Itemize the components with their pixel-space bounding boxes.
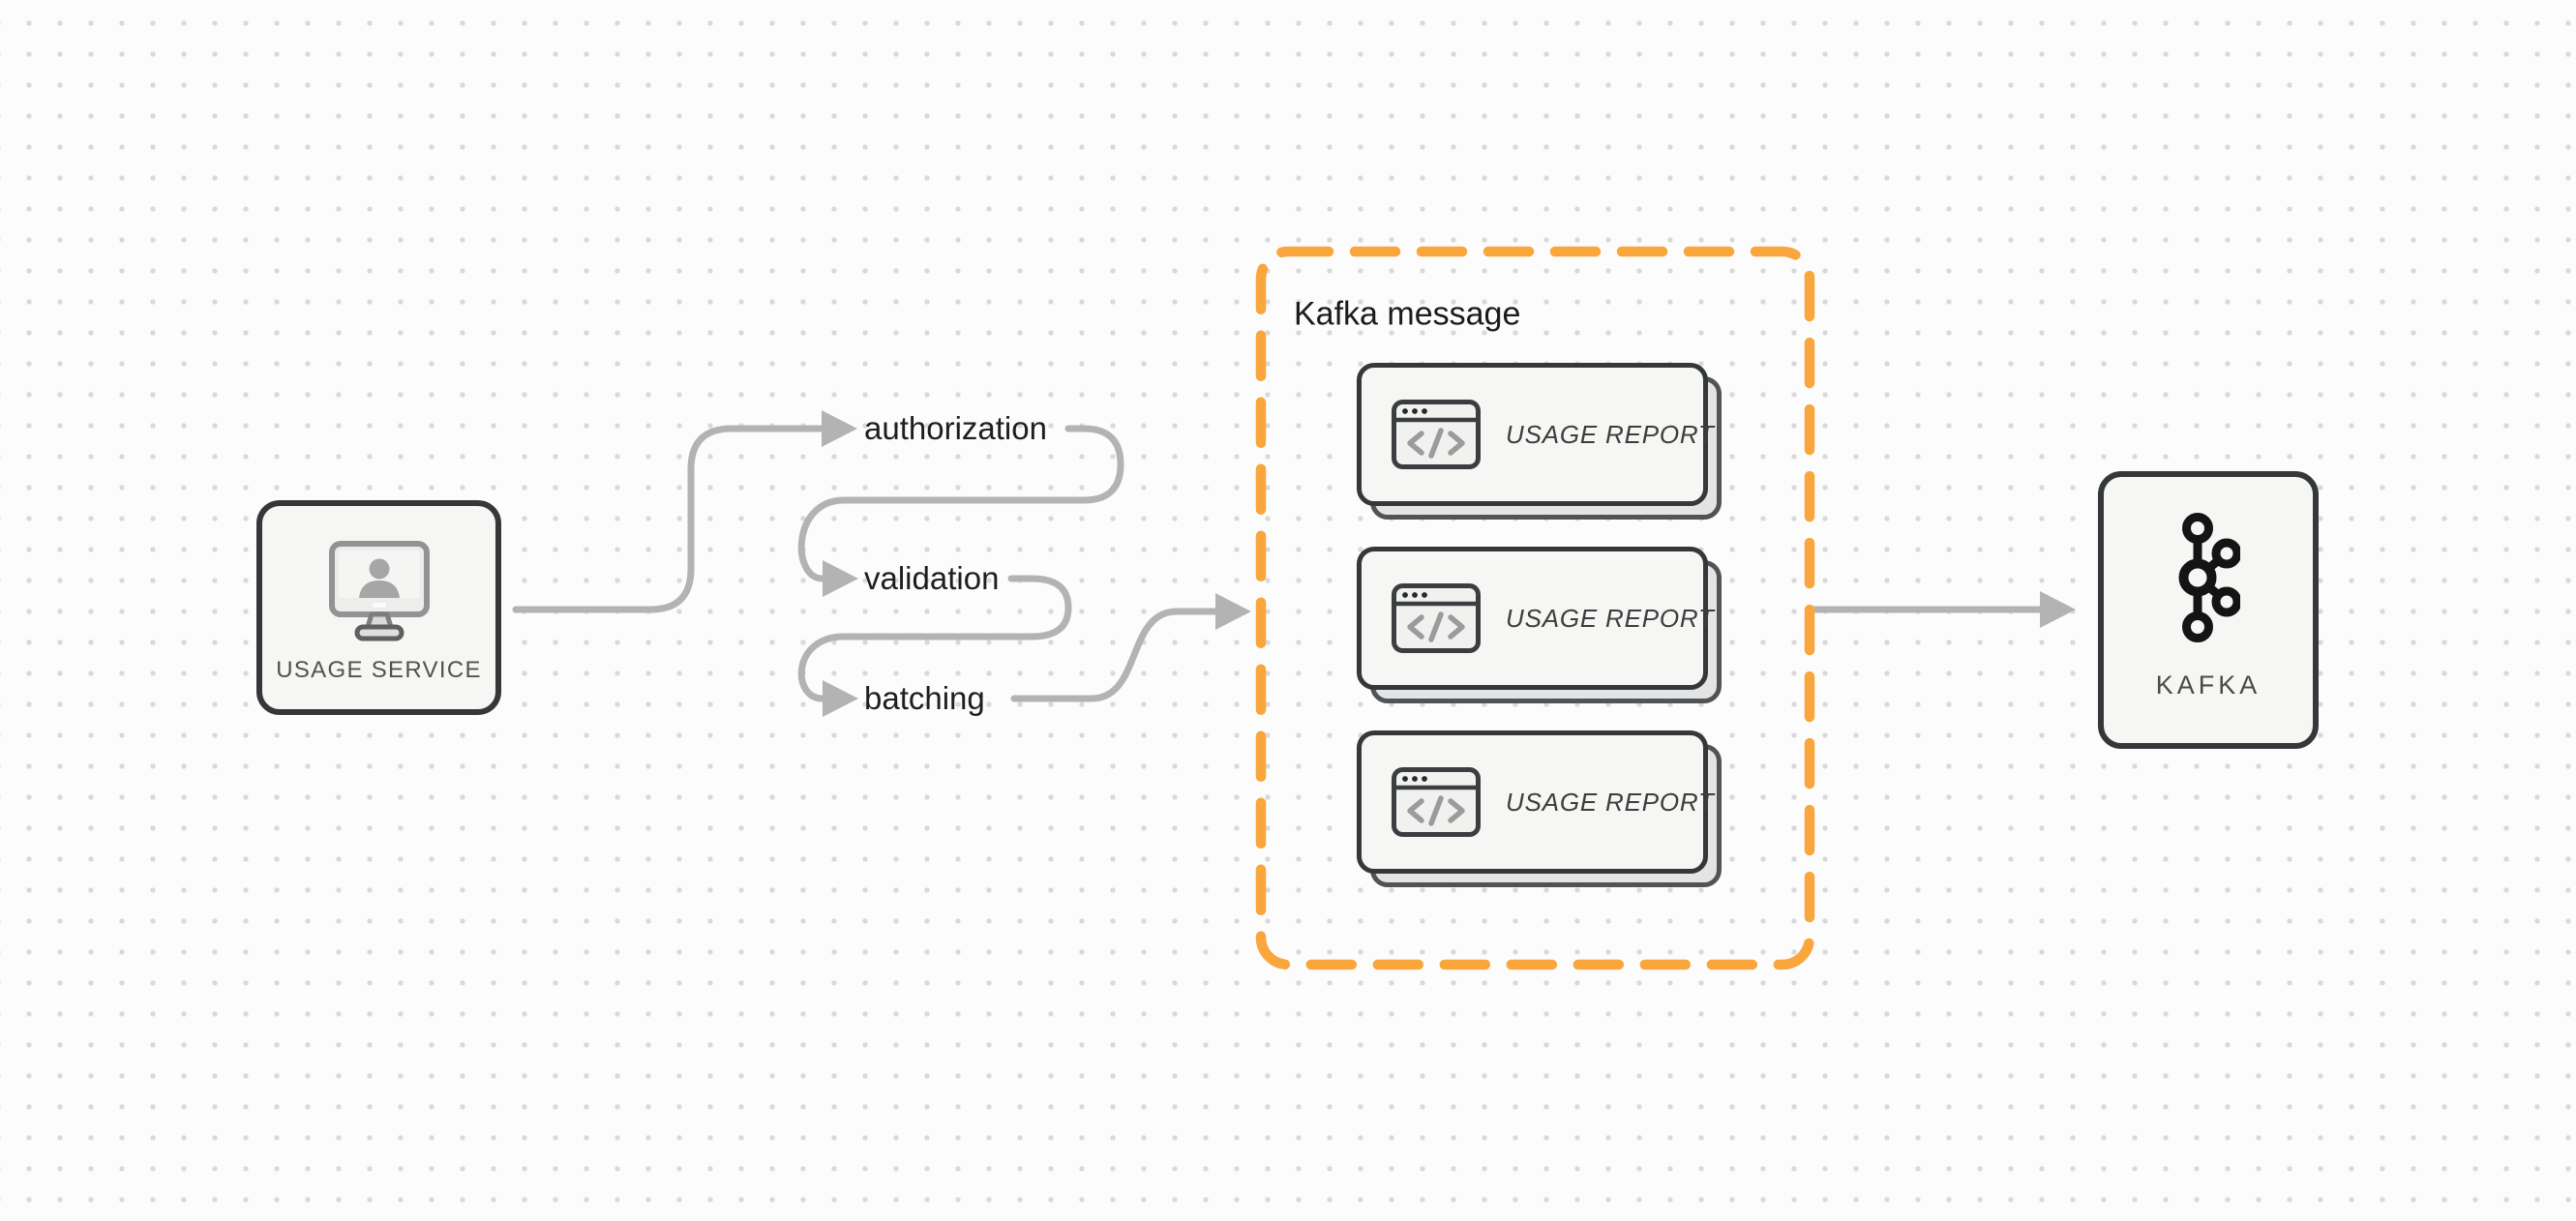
connector-batching-to-kafka-message (1010, 608, 1219, 702)
usage-service-label: USAGE SERVICE (276, 657, 482, 683)
connector-usage-to-authorization (512, 425, 825, 613)
usage-service-node: USAGE SERVICE (256, 500, 501, 715)
kafka-message-group-title: Kafka message (1294, 295, 1521, 333)
code-window-icon (1392, 400, 1481, 469)
arrowhead-kafka-message (1215, 593, 1251, 630)
usage-report-card: USAGE REPORT (1357, 547, 1722, 703)
kafka-logo-icon (2165, 511, 2240, 644)
usage-report-card: USAGE REPORT (1357, 730, 1722, 887)
kafka-message-dashed-border (1255, 246, 1815, 970)
monitor-user-icon (328, 541, 430, 645)
arrowhead-authorization (822, 410, 857, 447)
usage-report-label: USAGE REPORT (1506, 603, 1715, 633)
card-front: USAGE REPORT (1357, 363, 1714, 506)
card-front: USAGE REPORT (1357, 730, 1714, 874)
arrowheads (822, 410, 2076, 717)
arrowhead-kafka (2040, 591, 2076, 628)
flow-connectors (512, 425, 2044, 702)
card-front: USAGE REPORT (1357, 547, 1714, 690)
step-label-validation: validation (864, 560, 1000, 596)
arrowhead-batching (823, 680, 858, 717)
code-window-icon (1392, 583, 1481, 653)
kafka-node: KAFKA (2098, 471, 2319, 749)
step-label-authorization: authorization (864, 410, 1047, 446)
usage-report-label: USAGE REPORT (1506, 787, 1715, 817)
kafka-label: KAFKA (2155, 670, 2261, 700)
connector-validation-to-batching (797, 575, 1072, 702)
connector-authorization-to-validation (797, 425, 1124, 582)
usage-report-label: USAGE REPORT (1506, 419, 1715, 449)
step-label-batching: batching (864, 680, 985, 716)
code-window-icon (1392, 767, 1481, 837)
arrowhead-validation (823, 560, 858, 597)
usage-report-card: USAGE REPORT (1357, 363, 1722, 520)
